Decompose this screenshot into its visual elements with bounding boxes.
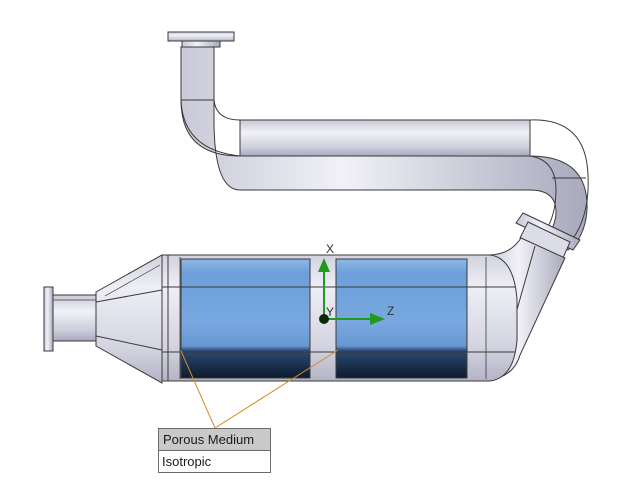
top-flange[interactable] bbox=[167, 31, 235, 42]
callout-leaders bbox=[180, 349, 339, 429]
coordinate-triad bbox=[318, 258, 385, 325]
z-axis-label: Z bbox=[387, 304, 395, 318]
porous-block-left[interactable] bbox=[180, 258, 311, 379]
porous-medium-callout[interactable]: Porous Medium Isotropic bbox=[158, 428, 271, 473]
y-axis-label: Y bbox=[326, 305, 335, 319]
porous-medium[interactable] bbox=[180, 258, 468, 379]
callout-value: Isotropic bbox=[159, 451, 270, 472]
inlet-pipe[interactable] bbox=[43, 286, 97, 352]
origin-point bbox=[319, 314, 329, 324]
callout-title: Porous Medium bbox=[159, 429, 270, 451]
pipe-elbow-top[interactable] bbox=[180, 46, 588, 251]
x-axis-label: X bbox=[326, 242, 335, 256]
exhaust-pipe[interactable] bbox=[167, 31, 589, 251]
inlet-cone[interactable] bbox=[95, 254, 163, 384]
